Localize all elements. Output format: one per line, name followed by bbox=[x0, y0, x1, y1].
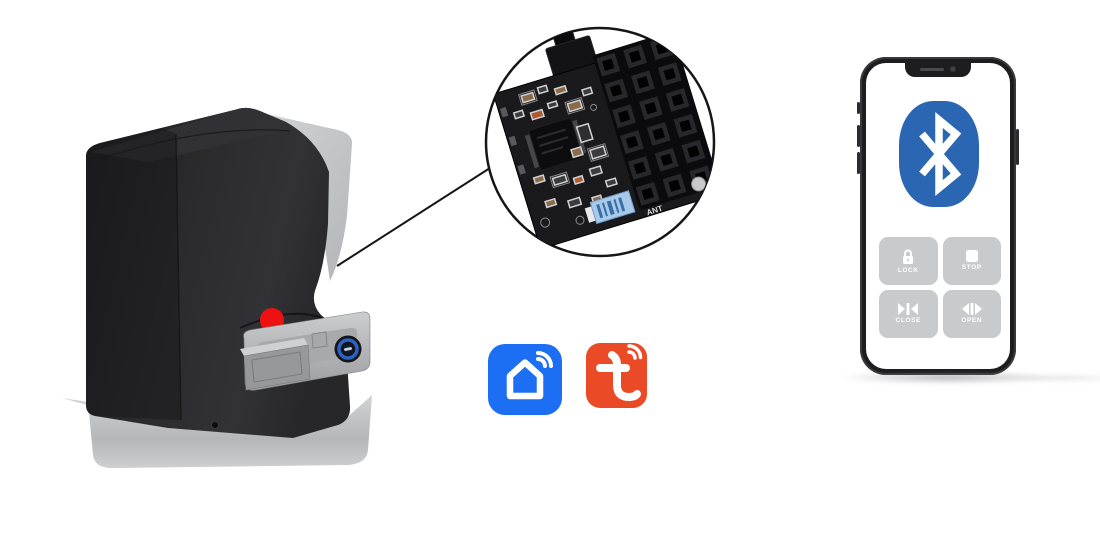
tuya-t-glyph bbox=[596, 344, 643, 402]
base-screw bbox=[211, 421, 219, 429]
gate-opener-rear-cover bbox=[234, 108, 353, 281]
standoff bbox=[691, 176, 707, 192]
callout-line bbox=[336, 167, 491, 267]
panel-emblem bbox=[311, 331, 328, 349]
close-button[interactable]: CLOSE bbox=[879, 290, 938, 338]
tuya-app-icon bbox=[586, 343, 647, 408]
control-button-grid: LOCK STOP CLOSE bbox=[879, 237, 1001, 338]
phone-notch bbox=[905, 63, 971, 77]
mute-switch bbox=[857, 102, 860, 114]
open-button-label: OPEN bbox=[961, 317, 983, 325]
house-wifi-glyph bbox=[506, 351, 553, 400]
release-latch-top bbox=[240, 338, 308, 356]
power-button bbox=[1016, 129, 1019, 165]
key-lock bbox=[334, 335, 362, 363]
silkscreen-marks bbox=[517, 89, 610, 228]
gate-opener-left-face bbox=[86, 128, 181, 420]
stop-button[interactable]: STOP bbox=[942, 237, 1001, 285]
arrows-close-icon bbox=[898, 303, 919, 316]
lock-button-label: LOCK bbox=[897, 266, 919, 274]
stop-square-icon bbox=[965, 250, 978, 263]
close-button-label: CLOSE bbox=[895, 317, 921, 325]
speaker-slit bbox=[920, 68, 944, 71]
gate-opener-groove bbox=[239, 312, 323, 329]
control-board-photo: ANT bbox=[494, 28, 714, 249]
volume-down-button bbox=[857, 152, 860, 174]
lock-button[interactable]: LOCK bbox=[879, 237, 938, 285]
arrows-open-icon bbox=[961, 303, 982, 316]
phone-shadow-right bbox=[1000, 374, 1100, 382]
edge-contacts bbox=[499, 107, 526, 175]
volume-up-button bbox=[857, 125, 860, 147]
front-camera bbox=[950, 66, 956, 72]
release-latch bbox=[243, 344, 311, 391]
open-button[interactable]: OPEN bbox=[942, 290, 1001, 338]
bluetooth-logo-icon bbox=[899, 101, 979, 207]
control-board-callout: ANT bbox=[336, 26, 716, 267]
gate-opener-product-photo bbox=[62, 107, 372, 469]
padlock-icon bbox=[903, 249, 914, 264]
phone-shadow bbox=[838, 371, 1060, 384]
smart-life-app-icon bbox=[488, 344, 562, 415]
release-panel bbox=[240, 311, 371, 391]
phone-screen: LOCK STOP CLOSE bbox=[866, 63, 1010, 369]
gate-opener-ridge bbox=[175, 133, 182, 421]
stop-button-label: STOP bbox=[961, 264, 982, 272]
smd-components bbox=[512, 84, 618, 209]
barcode-sticker bbox=[584, 190, 636, 225]
pin-header bbox=[593, 31, 714, 210]
smartphone: LOCK STOP CLOSE bbox=[857, 57, 1019, 375]
